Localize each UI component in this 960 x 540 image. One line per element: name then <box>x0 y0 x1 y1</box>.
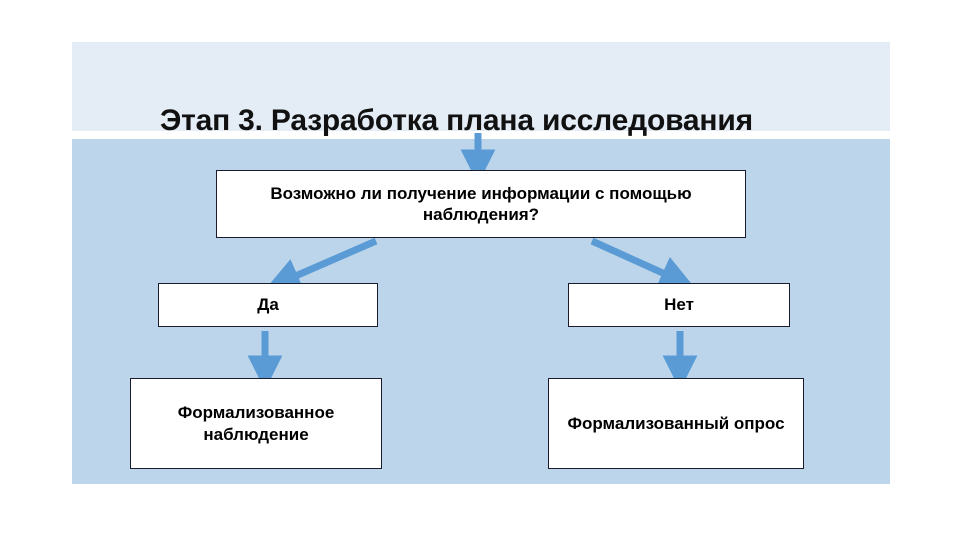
flow-node-no: Нет <box>568 283 790 327</box>
page-title: Этап 3. Разработка плана исследования <box>160 104 753 137</box>
title-band: Этап 3. Разработка плана исследования <box>72 42 890 137</box>
flow-node-yes: Да <box>158 283 378 327</box>
flow-node-formalized-observation: Формализованное наблюдение <box>130 378 382 469</box>
flow-node-formalized-survey: Формализованный опрос <box>548 378 804 469</box>
flow-node-question: Возможно ли получение информации с помощ… <box>216 170 746 238</box>
